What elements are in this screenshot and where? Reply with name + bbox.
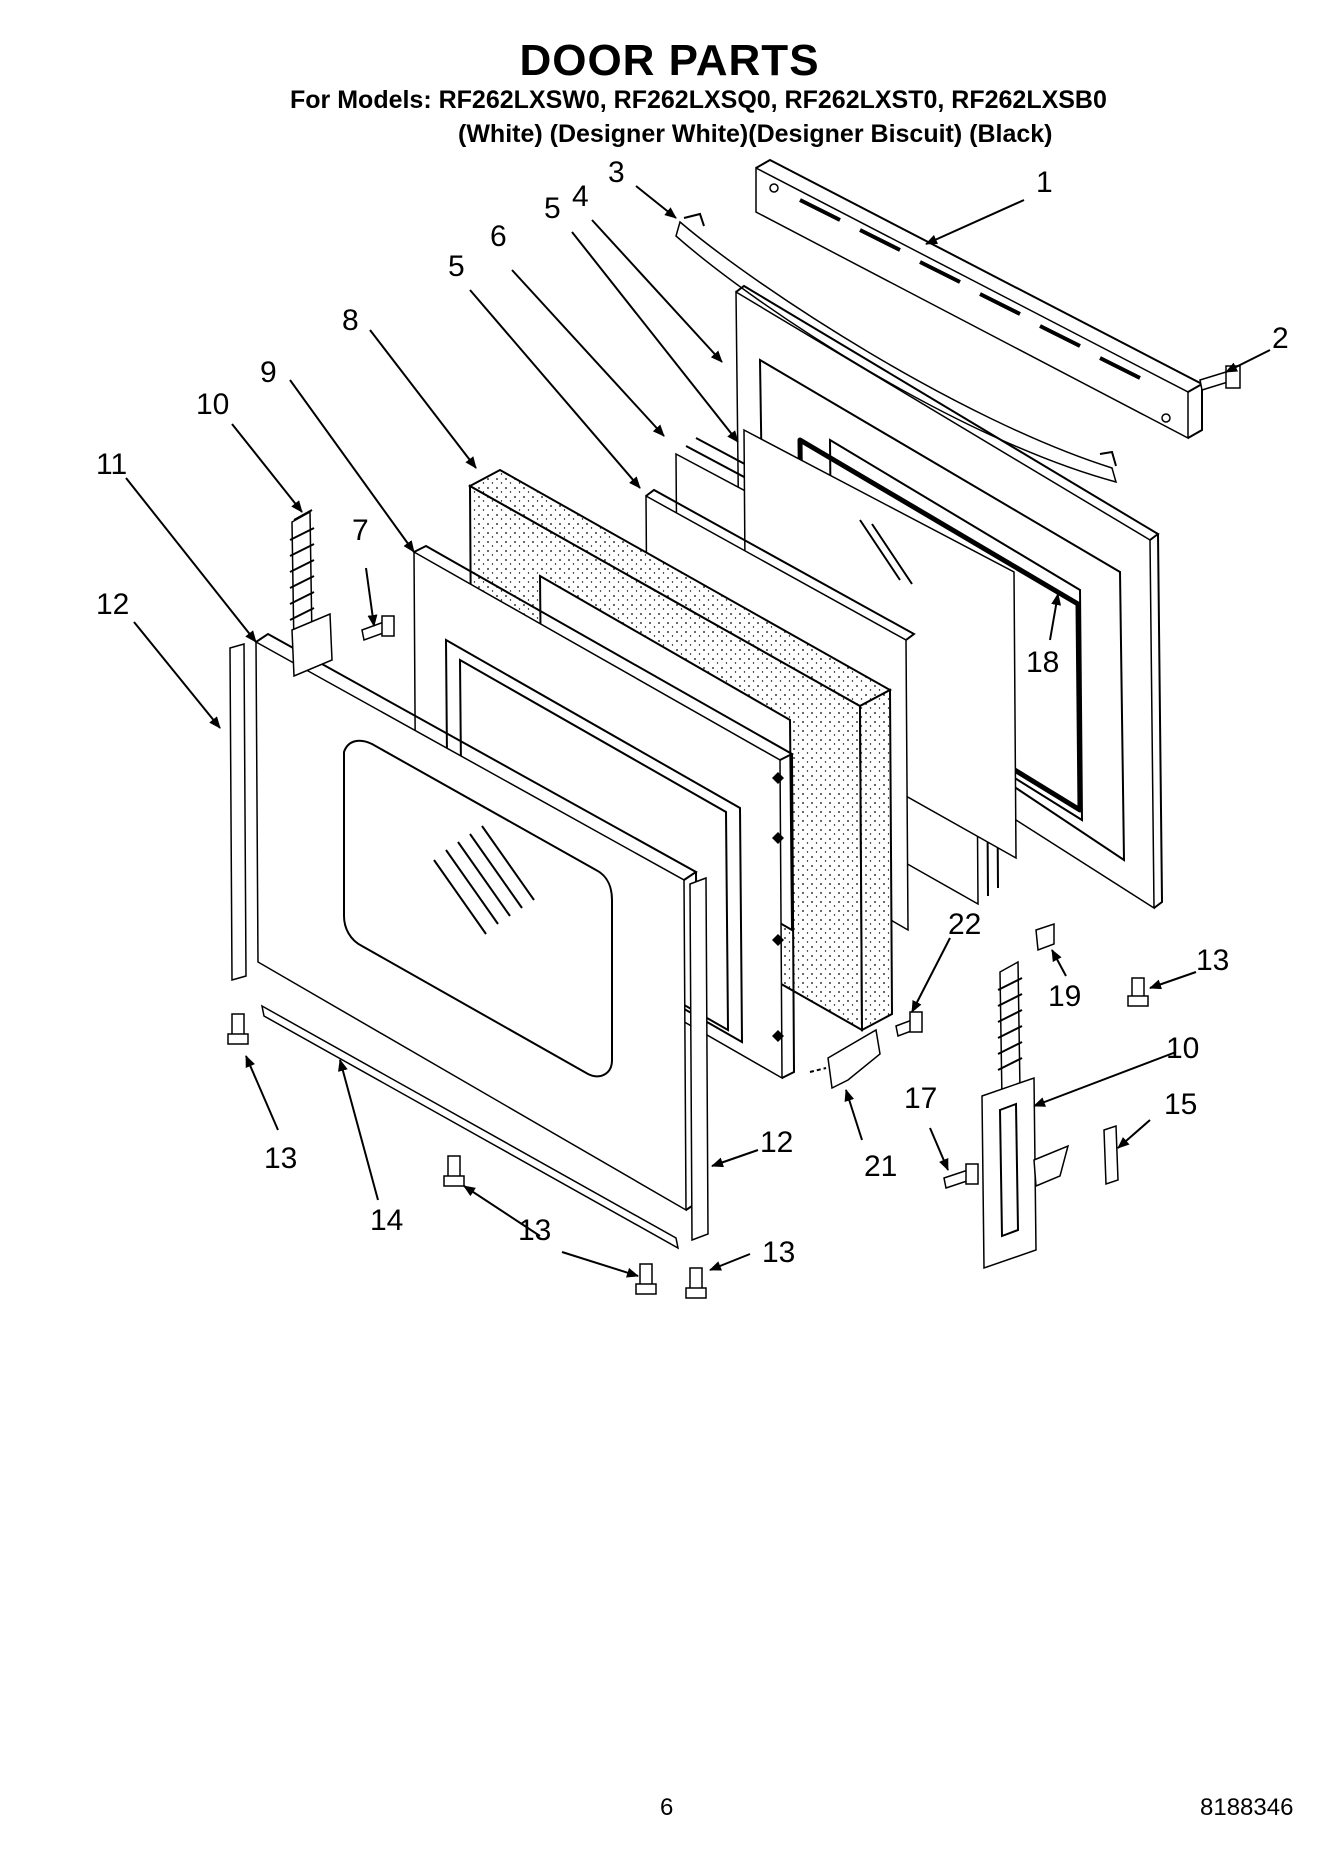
- screw-part-7: [361, 615, 395, 642]
- callout-9: 9: [260, 356, 277, 389]
- callout-21: 21: [864, 1150, 897, 1183]
- callout-1: 1: [1036, 166, 1053, 199]
- callout-10-left: 10: [196, 388, 229, 421]
- callout-11: 11: [96, 448, 127, 481]
- callout-12-right: 12: [760, 1126, 793, 1159]
- callout-22: 22: [948, 908, 981, 941]
- screw-part-22: [895, 1011, 923, 1038]
- document-number: 8188346: [1200, 1794, 1294, 1821]
- page-number: 6: [660, 1794, 674, 1821]
- callout-13-left: 13: [264, 1142, 297, 1175]
- bracket: [1035, 922, 1055, 952]
- callout-13-right: 13: [1196, 944, 1229, 977]
- door-handle: [675, 212, 1118, 484]
- callout-19: 19: [1048, 980, 1081, 1013]
- screw-part-13-bottom-middle: [443, 1155, 465, 1187]
- bottom-trim: [260, 1004, 680, 1250]
- callout-6: 6: [490, 220, 507, 253]
- outer-door-panel: [255, 632, 700, 1212]
- callout-7: 7: [352, 514, 369, 547]
- callout-4: 4: [572, 180, 589, 213]
- side-trim-right: [689, 876, 709, 1242]
- latch-bracket: [809, 1028, 881, 1090]
- screw-part-13-bottom-a: [635, 1263, 657, 1295]
- callout-2: 2: [1272, 322, 1289, 355]
- callout-3: 3: [608, 156, 625, 189]
- models-line: For Models: RF262LXSW0, RF262LXSQ0, RF26…: [290, 86, 1107, 114]
- callout-18: 18: [1026, 646, 1059, 679]
- callout-15: 15: [1164, 1088, 1197, 1121]
- screw-part-17: [943, 1163, 979, 1189]
- page-title: DOOR PARTS: [519, 36, 820, 85]
- callout-13-bottom-right: 13: [762, 1236, 795, 1269]
- screw-part-2: [1199, 365, 1241, 391]
- hinge-right: [981, 960, 1070, 1270]
- callout-12-left: 12: [96, 588, 129, 621]
- leader-lines: [125, 185, 1271, 1278]
- callout-5-lower: 5: [448, 250, 465, 283]
- hinge-clip: [1103, 1124, 1119, 1186]
- screw-part-13-right: [1127, 977, 1149, 1007]
- colors-line: (White) (Designer White)(Designer Biscui…: [458, 120, 1053, 148]
- side-trim-left: [229, 643, 247, 981]
- callout-14: 14: [370, 1204, 403, 1237]
- hinge-left: [289, 509, 333, 678]
- screw-part-13-bottom-b: [685, 1267, 707, 1299]
- callout-8: 8: [342, 304, 359, 337]
- top-vent-trim: [755, 158, 1205, 440]
- screw-part-13-left: [227, 1013, 249, 1045]
- callout-17: 17: [904, 1082, 937, 1115]
- callout-10-right: 10: [1166, 1032, 1199, 1065]
- callout-5-upper: 5: [544, 192, 561, 225]
- callout-13-bottom: 13: [518, 1214, 551, 1247]
